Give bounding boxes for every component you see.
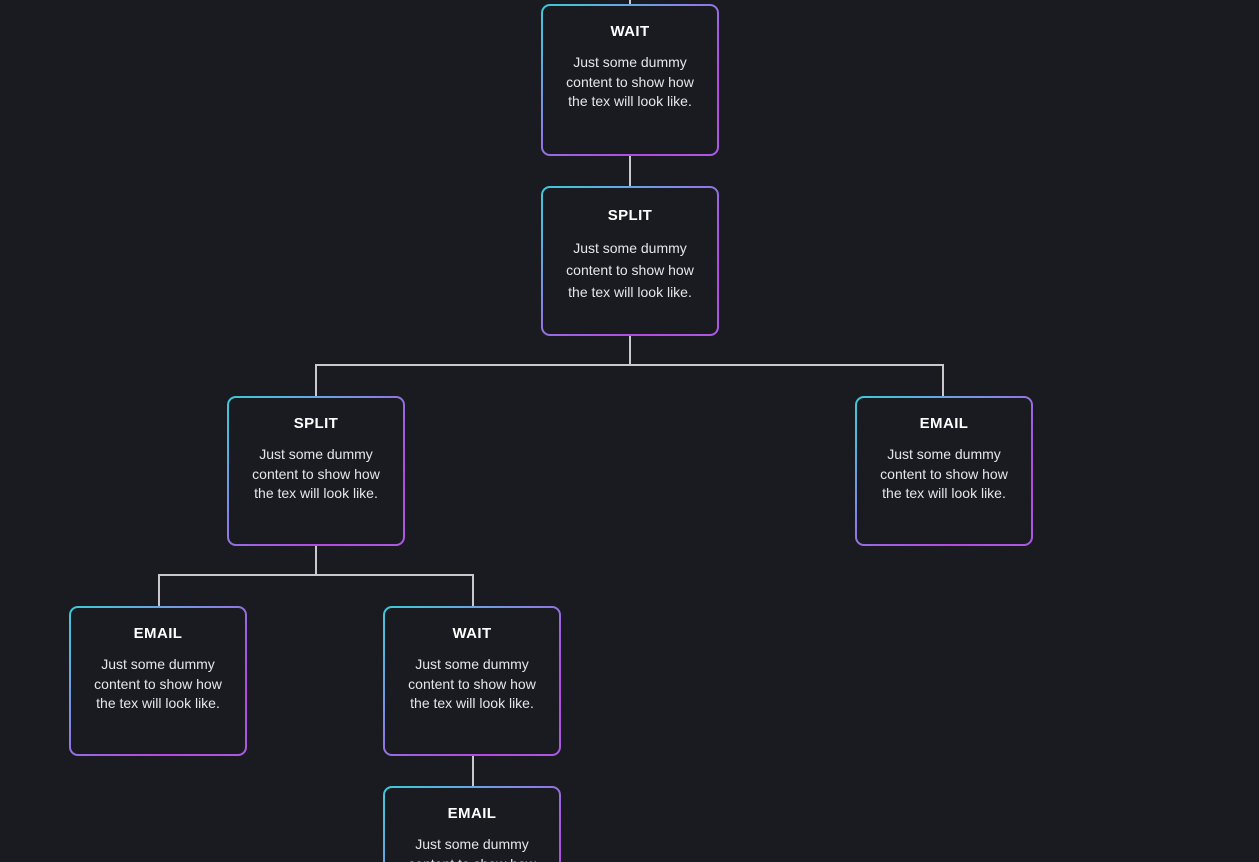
node-title: WAIT	[610, 23, 650, 40]
edge-split-1-branch-right	[942, 364, 944, 398]
node-split-1-inner: SPLIT Just some dummy content to show ho…	[543, 188, 717, 334]
edge-split-2-down	[315, 546, 317, 576]
edge-wait-mid-to-email-bottom	[472, 756, 474, 788]
node-email-bottom-inner: EMAIL Just some dummy content to show ho…	[385, 788, 559, 862]
node-split-2-inner: SPLIT Just some dummy content to show ho…	[229, 398, 403, 544]
node-body: Just some dummy content to show how the …	[94, 656, 222, 711]
edge-split-2-branch-right	[472, 574, 474, 608]
node-title: WAIT	[452, 625, 492, 642]
node-wait-mid-inner: WAIT Just some dummy content to show how…	[385, 608, 559, 754]
node-body: Just some dummy content to show how the …	[566, 54, 694, 109]
node-email-left-inner: EMAIL Just some dummy content to show ho…	[71, 608, 245, 754]
node-title: EMAIL	[133, 625, 183, 642]
edge-split-1-down	[629, 336, 631, 366]
node-email-right-inner: EMAIL Just some dummy content to show ho…	[857, 398, 1031, 544]
edge-split-1-branch-left	[315, 364, 317, 398]
node-title: EMAIL	[447, 805, 497, 822]
edge-split-1-bar	[315, 364, 944, 366]
node-body: Just some dummy content to show how the …	[566, 240, 694, 300]
node-title: SPLIT	[607, 207, 653, 224]
node-body: Just some dummy content to show how the …	[408, 836, 536, 862]
node-title: EMAIL	[919, 415, 969, 432]
node-wait-root-inner: WAIT Just some dummy content to show how…	[543, 6, 717, 154]
node-body: Just some dummy content to show how the …	[252, 446, 380, 501]
node-body: Just some dummy content to show how the …	[408, 656, 536, 711]
node-split-2[interactable]: SPLIT Just some dummy content to show ho…	[227, 396, 405, 546]
node-body: Just some dummy content to show how the …	[880, 446, 1008, 501]
node-title: SPLIT	[293, 415, 339, 432]
node-split-1[interactable]: SPLIT Just some dummy content to show ho…	[541, 186, 719, 336]
edge-split-2-branch-left	[158, 574, 160, 608]
edge-wait-root-to-split-1	[629, 156, 631, 188]
node-wait-mid[interactable]: WAIT Just some dummy content to show how…	[383, 606, 561, 756]
edge-split-2-bar	[158, 574, 474, 576]
node-email-bottom[interactable]: EMAIL Just some dummy content to show ho…	[383, 786, 561, 862]
node-email-left[interactable]: EMAIL Just some dummy content to show ho…	[69, 606, 247, 756]
node-email-right[interactable]: EMAIL Just some dummy content to show ho…	[855, 396, 1033, 546]
node-wait-root[interactable]: WAIT Just some dummy content to show how…	[541, 4, 719, 156]
edge-top-stub	[629, 0, 631, 6]
